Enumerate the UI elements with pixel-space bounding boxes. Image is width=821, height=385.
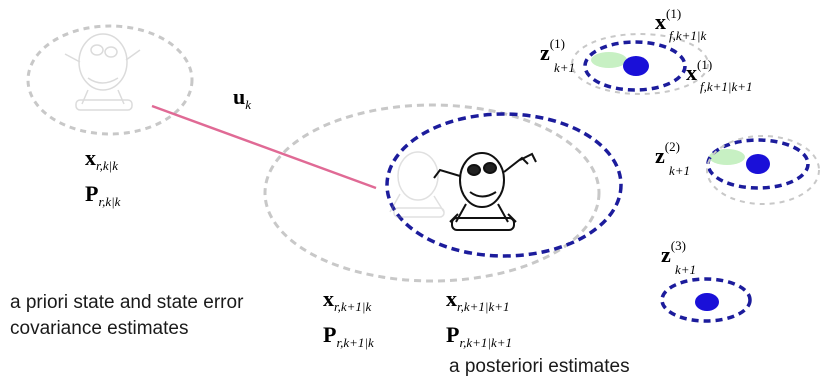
landmark-3-covariance-ellipse — [660, 277, 752, 323]
landmark-2-measurement — [709, 149, 745, 165]
posterior-covariance-label: Pr,k+1|k+1 — [446, 322, 512, 350]
landmark-2-covariance-ellipse — [706, 138, 810, 190]
posterior-caption: a posteriori estimates — [449, 356, 630, 377]
prior-caption-line-2: covariance estimates — [10, 317, 189, 339]
landmark-1-estimate — [623, 56, 649, 76]
landmark-1-measurement — [591, 52, 627, 68]
prior-robot-icon — [64, 33, 141, 111]
predicted-covariance-label: Pr,k+1|k — [323, 322, 374, 350]
measurement-3-label: z(3)k+1 — [661, 238, 696, 277]
landmark-2-outer-ellipse — [706, 135, 820, 205]
prior-covariance-label: Pr,k|k — [85, 181, 121, 209]
predicted-covariance-ellipse — [263, 103, 601, 283]
prior-caption: a priori state and state error covarianc… — [10, 290, 243, 341]
prior-covariance-ellipse — [26, 24, 194, 136]
predicted-robot-icon — [389, 151, 445, 218]
measurement-2-label: z(2)k+1 — [655, 139, 690, 178]
posterior-state-label: xr,k+1|k+1 — [446, 286, 510, 314]
landmark-3-estimate — [695, 293, 719, 311]
control-input-line — [151, 104, 377, 190]
landmark-1-predicted-label: x(1)f,k+1|k — [655, 6, 706, 43]
prior-state-label: xr,k|k — [85, 145, 118, 173]
control-input-label: uk — [233, 84, 251, 112]
landmark-2-estimate — [746, 154, 770, 174]
posterior-covariance-ellipse — [385, 112, 623, 258]
landmark-1-posterior-label: x(1)f,k+1|k+1 — [686, 57, 753, 94]
prior-caption-line-1: a priori state and state error — [10, 292, 244, 313]
landmark-1-outer-ellipse — [571, 33, 709, 95]
measurement-1-label: z(1)k+1 — [540, 36, 575, 75]
posterior-robot-icon — [433, 152, 537, 231]
predicted-state-label: xr,k+1|k — [323, 286, 371, 314]
landmark-1-covariance-ellipse — [583, 40, 687, 92]
